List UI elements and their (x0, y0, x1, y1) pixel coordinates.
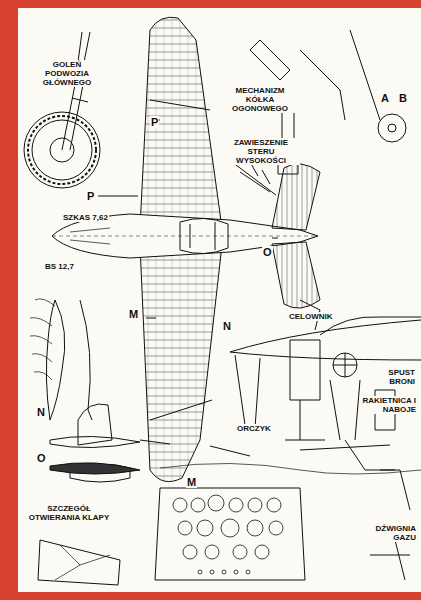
section-letter: O (36, 452, 47, 464)
part-label: SZKAS 7,62 (62, 213, 109, 222)
part-label: CELOWNIK (288, 312, 334, 321)
part-label: ORCZYK (236, 424, 272, 433)
section-letter: A (380, 92, 390, 104)
part-label: RAKIETNICA I NABOJE (359, 396, 417, 414)
section-letter: N (222, 320, 232, 332)
part-label: SZCZEGÓŁ OTWIERANIA KLAPY (26, 504, 112, 522)
part-label: MECHANIZM KÓŁKA OGONOWEGO (222, 86, 298, 113)
part-label: SPUST BRONI (368, 368, 416, 386)
section-letter: P (86, 190, 95, 202)
section-letter: B (398, 92, 408, 104)
section-letter: M (128, 308, 139, 320)
part-label: ZAWIESZENIE STERU WYSOKOŚCI (222, 138, 300, 165)
section-letter: M (186, 476, 197, 488)
section-letter: P (150, 116, 159, 128)
part-label: DŹWIGNIA GAZU (365, 524, 417, 542)
part-label: GOLEŃ PODWOZIA GŁÓWNEGO (34, 60, 100, 87)
part-label: BS 12,7 (44, 262, 75, 271)
section-letter: N (36, 406, 46, 418)
section-letter: O (262, 246, 273, 258)
